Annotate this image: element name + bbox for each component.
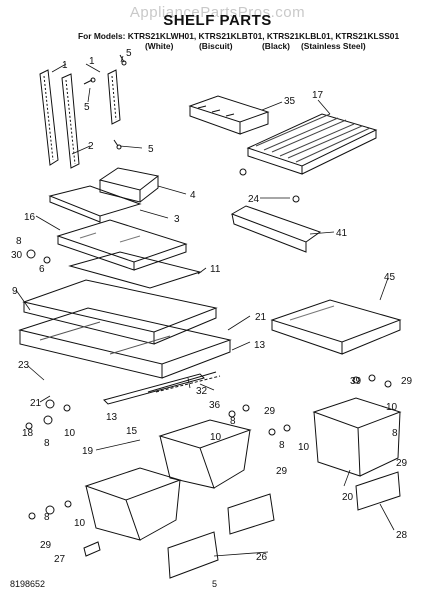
callout-4: 4 bbox=[190, 190, 196, 201]
color-biscuit: (Biscuit) bbox=[199, 41, 233, 51]
color-stainless: (Stainless Steel) bbox=[301, 41, 366, 51]
callout-11: 11 bbox=[210, 264, 221, 275]
callout-26: 26 bbox=[256, 552, 268, 563]
callout-8b: 8 bbox=[44, 438, 50, 449]
shelf-divider bbox=[230, 205, 322, 253]
callout-29d: 29 bbox=[396, 458, 408, 469]
callout-8: 8 bbox=[16, 236, 22, 247]
color-black: (Black) bbox=[262, 41, 290, 51]
callout-13: 13 bbox=[254, 340, 266, 351]
callout-3: 3 bbox=[174, 214, 180, 225]
callout-29c: 29 bbox=[401, 376, 413, 387]
shelf-frame-lower bbox=[18, 307, 232, 379]
leader-lines bbox=[15, 55, 395, 557]
trim-strip bbox=[103, 373, 205, 405]
callout-35: 35 bbox=[284, 96, 296, 107]
glass-shelf-9 bbox=[22, 279, 218, 345]
callout-17: 17 bbox=[312, 90, 324, 101]
doc-number: 8198652 bbox=[10, 579, 46, 589]
callout-8c: 8 bbox=[230, 416, 236, 427]
callout-10d: 10 bbox=[74, 518, 86, 529]
callout-39: 39 bbox=[350, 376, 362, 387]
drawer-cover-mid bbox=[227, 493, 275, 535]
callout-21b: 21 bbox=[30, 398, 42, 409]
drawer-cover-right bbox=[355, 471, 401, 511]
callout-labels: 1 1 5 5 5 2 4 3 16 8 30 6 11 9 21 13 23 … bbox=[11, 48, 413, 565]
glass-shelf-16 bbox=[56, 219, 188, 271]
callout-10e: 10 bbox=[386, 402, 398, 413]
callout-24: 24 bbox=[248, 194, 260, 205]
callout-1b: 1 bbox=[89, 56, 95, 67]
callout-5c: 5 bbox=[148, 144, 154, 155]
callout-10b: 10 bbox=[210, 432, 222, 443]
callout-29e: 29 bbox=[40, 540, 52, 551]
callout-36: 36 bbox=[209, 400, 221, 411]
callout-10: 10 bbox=[64, 428, 76, 439]
callout-19: 19 bbox=[82, 446, 94, 457]
screw-top bbox=[83, 54, 127, 150]
crisper-drawer-upper bbox=[158, 419, 252, 489]
callout-2: 2 bbox=[88, 141, 94, 152]
callout-29: 29 bbox=[264, 406, 276, 417]
callout-20: 20 bbox=[342, 492, 354, 503]
callout-29b: 29 bbox=[276, 466, 288, 477]
callout-13b: 13 bbox=[106, 412, 118, 423]
callout-10c: 10 bbox=[298, 442, 310, 453]
latch bbox=[83, 541, 101, 557]
callout-15: 15 bbox=[126, 426, 138, 437]
callout-16: 16 bbox=[24, 212, 36, 223]
watermark: AppliancePartsPros.com bbox=[129, 4, 306, 21]
callout-30: 30 bbox=[11, 250, 23, 261]
shelf-rail-left bbox=[39, 69, 59, 166]
callout-1: 1 bbox=[62, 60, 68, 71]
shelf-rail-right bbox=[61, 73, 80, 169]
cross-bar bbox=[147, 371, 221, 393]
callout-41: 41 bbox=[336, 228, 348, 239]
callout-8f: 8 bbox=[392, 428, 398, 439]
color-white: (White) bbox=[145, 41, 174, 51]
shelf-clip bbox=[239, 168, 300, 203]
page-number: 5 bbox=[212, 579, 218, 589]
models-line: For Models: KTRS21KLWH01, KTRS21KLBT01, … bbox=[78, 31, 400, 41]
callout-5b: 5 bbox=[84, 102, 90, 113]
glass-shelf-45 bbox=[270, 299, 402, 355]
wire-shelf bbox=[246, 113, 378, 175]
shelf-rail-center bbox=[107, 69, 121, 125]
callout-8e: 8 bbox=[44, 512, 50, 523]
callout-28: 28 bbox=[396, 530, 408, 541]
callout-21: 21 bbox=[255, 312, 267, 323]
callout-8d: 8 bbox=[279, 440, 285, 451]
shelf-frame-top bbox=[48, 185, 142, 223]
callout-27: 27 bbox=[54, 554, 66, 565]
fasteners bbox=[25, 249, 392, 520]
drawer-cover-left bbox=[167, 531, 219, 579]
callout-5: 5 bbox=[126, 48, 132, 59]
crisper-drawer-lower bbox=[84, 467, 182, 541]
callout-18: 18 bbox=[22, 428, 34, 439]
shelf-bracket bbox=[98, 167, 160, 203]
callout-45: 45 bbox=[384, 272, 396, 283]
page-title: SHELF PARTS bbox=[163, 12, 272, 29]
callout-23: 23 bbox=[18, 360, 30, 371]
crisper-drawer-right bbox=[312, 397, 402, 477]
callout-6: 6 bbox=[39, 264, 45, 275]
ice-bin bbox=[188, 95, 270, 135]
callout-9: 9 bbox=[12, 286, 18, 297]
callout-32: 32 bbox=[196, 386, 208, 397]
